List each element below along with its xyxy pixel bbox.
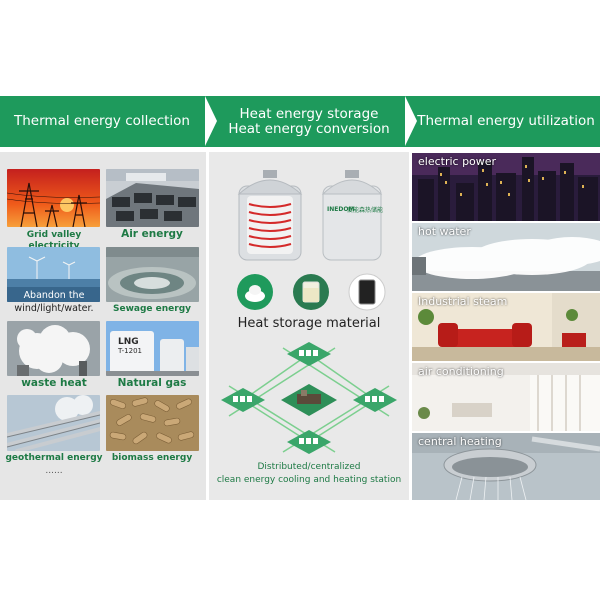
abandon-caption-line1: Abandon the xyxy=(23,290,85,301)
collection-heading-text: Thermal energy collection xyxy=(14,113,190,129)
central-heating-panel: central heating xyxy=(412,433,600,500)
sewage-caption: Sewage energy xyxy=(112,304,192,314)
tank-cn-label: 爱能森热储能 xyxy=(347,207,384,214)
storage-column: INEDOM 爱能森热储能 Heat storage material xyxy=(209,152,409,500)
station-caption-line2: clean energy cooling and heating station xyxy=(216,475,402,485)
abandon-caption-line2: wind/light/water. xyxy=(14,303,94,314)
renewables-photo xyxy=(7,247,100,302)
central-heating-label: central heating xyxy=(418,435,502,448)
sewage-photo xyxy=(106,247,199,302)
waste-heat-caption: waste heat xyxy=(21,377,87,389)
geothermal-caption: geothermal energy xyxy=(5,453,103,463)
salt-pile-icon xyxy=(237,274,273,310)
arrow-right-icon xyxy=(405,96,417,146)
natural-gas-caption: Natural gas xyxy=(117,377,187,389)
industrial-steam-panel: Industrial steam xyxy=(412,293,600,361)
heat-storage-material-label: Heat storage material xyxy=(237,316,381,331)
utilization-column: electric power hot water Industrial stea… xyxy=(411,152,600,500)
utilization-heading-text: Thermal energy utilization xyxy=(417,113,595,129)
station-caption-line1: Distributed/centralized xyxy=(257,462,361,472)
station-node-icon xyxy=(221,388,265,412)
collection-heading: Thermal energy collection xyxy=(0,96,204,147)
central-plant-icon xyxy=(281,384,337,416)
storage-heading-line1: Heat energy storage xyxy=(239,105,379,122)
ellipsis-caption: ...... xyxy=(45,466,63,476)
air-energy-caption: Air energy xyxy=(121,228,183,240)
liquid-beaker-icon xyxy=(293,274,329,310)
header-band: Thermal energy collection Heat energy st… xyxy=(0,96,600,147)
station-node-icon xyxy=(287,430,331,454)
lng-tank-id: T-1201 xyxy=(118,347,142,355)
utilization-heading: Thermal energy utilization xyxy=(412,96,600,147)
storage-heading-line2: Heat energy conversion xyxy=(228,120,390,137)
electric-power-panel: electric power xyxy=(412,153,600,221)
abandon-caption: Abandon the xyxy=(4,290,104,302)
geothermal-photo xyxy=(7,395,100,451)
tank-brand-label: INEDOM xyxy=(327,206,355,213)
cutaway-tank-icon xyxy=(237,170,303,261)
storage-tanks-illustration xyxy=(237,170,383,261)
grid-valley-caption: Grid valley electricity xyxy=(26,230,82,251)
arrow-right-icon xyxy=(205,96,217,146)
natural-gas-photo: LNG T-1201 xyxy=(106,321,199,376)
biomass-photo xyxy=(106,395,199,451)
collection-column: Grid valley electricity Air energy xyxy=(0,152,206,500)
storage-heading: Heat energy storage Heat energy conversi… xyxy=(214,96,404,147)
station-caption: Distributed/centralized clean energy coo… xyxy=(209,461,409,487)
electric-power-label: electric power xyxy=(418,155,497,168)
oil-beaker-icon xyxy=(348,273,386,311)
storage-tank-icon xyxy=(321,170,383,261)
air-energy-photo xyxy=(106,169,199,227)
air-conditioning-panel: air conditioning xyxy=(412,363,600,431)
grid-valley-photo xyxy=(7,169,100,227)
station-network-diagram xyxy=(221,342,397,454)
industrial-steam-label: Industrial steam xyxy=(418,295,508,308)
station-node-icon xyxy=(353,388,397,412)
hot-water-label: hot water xyxy=(418,225,471,238)
hot-water-panel: hot water xyxy=(412,223,600,291)
biomass-caption: biomass energy xyxy=(111,453,193,463)
materials-illustration xyxy=(237,273,386,311)
station-node-icon xyxy=(287,342,331,366)
lng-sign: LNG xyxy=(118,337,139,347)
waste-heat-photo xyxy=(7,321,100,376)
air-conditioning-label: air conditioning xyxy=(418,365,504,378)
